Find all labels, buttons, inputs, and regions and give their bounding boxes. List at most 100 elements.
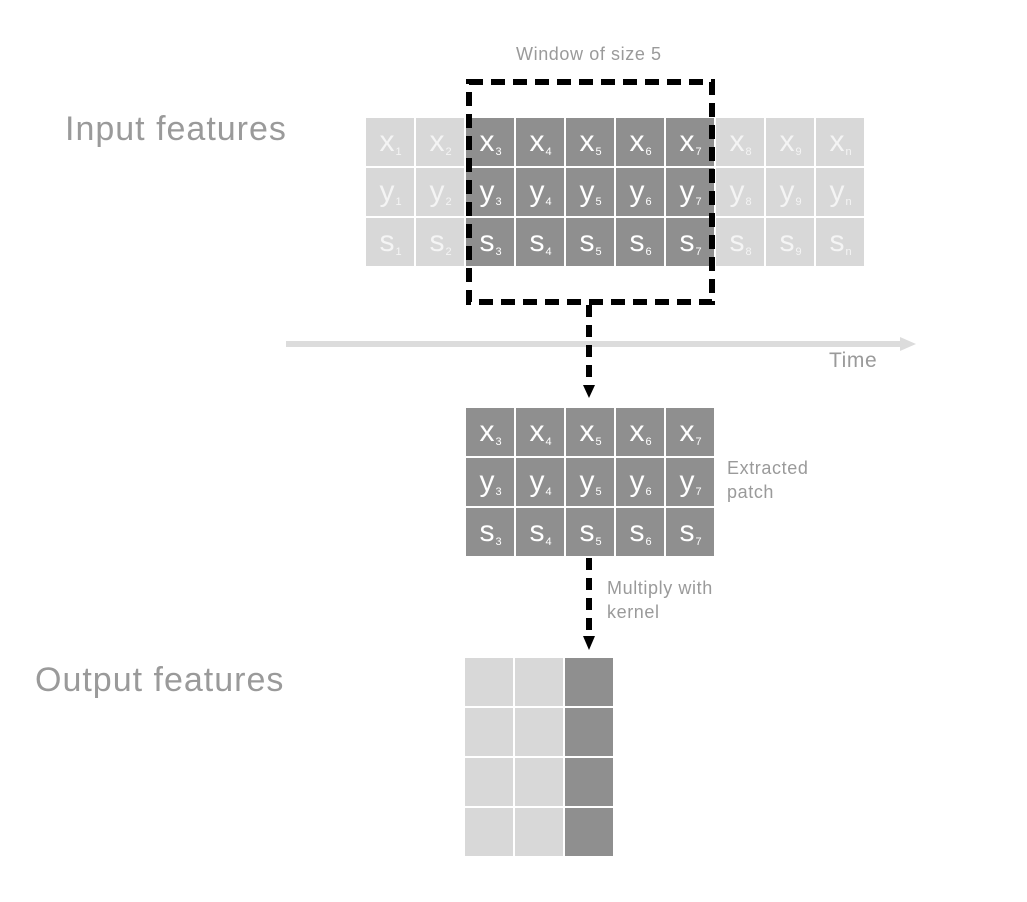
cell-subscript: 6 bbox=[645, 536, 652, 548]
cell-letter: x bbox=[629, 415, 645, 448]
input-cell-y3: y3 bbox=[466, 168, 514, 216]
cell-letter: y bbox=[629, 465, 645, 498]
output-cell bbox=[465, 708, 513, 756]
cell-subscript: 3 bbox=[495, 246, 502, 258]
cell-subscript: 7 bbox=[695, 246, 702, 258]
cell-subscript: n bbox=[845, 146, 852, 158]
cell-subscript: 1 bbox=[395, 196, 402, 208]
cell-letter: s bbox=[629, 225, 645, 258]
cell-letter: s bbox=[479, 515, 495, 548]
patch-cell-y6: y6 bbox=[616, 458, 664, 506]
cell-subscript: 8 bbox=[745, 196, 752, 208]
cell-subscript: 5 bbox=[595, 436, 602, 448]
cell-subscript: 3 bbox=[495, 486, 502, 498]
input-cell-x1: x1 bbox=[366, 118, 414, 166]
cell-subscript: 4 bbox=[545, 436, 552, 448]
cell-subscript: 2 bbox=[445, 246, 452, 258]
cell-subscript: 4 bbox=[545, 196, 552, 208]
cell-letter: s bbox=[579, 225, 595, 258]
cell-letter: x bbox=[679, 415, 695, 448]
cell-letter: y bbox=[529, 465, 545, 498]
input-cell-x2: x2 bbox=[416, 118, 464, 166]
input-cell-x7: x7 bbox=[666, 118, 714, 166]
patch-cell-s4: s4 bbox=[516, 508, 564, 556]
cell-letter: s bbox=[679, 515, 695, 548]
patch-cell-y3: y3 bbox=[466, 458, 514, 506]
cell-letter: x bbox=[679, 125, 695, 158]
patch-cell-s3: s3 bbox=[466, 508, 514, 556]
output-cell bbox=[465, 808, 513, 856]
cell-letter: y bbox=[829, 175, 845, 208]
patch-cell-s7: s7 bbox=[666, 508, 714, 556]
output-cell bbox=[565, 708, 613, 756]
input-cell-s2: s2 bbox=[416, 218, 464, 266]
cell-subscript: 7 bbox=[695, 486, 702, 498]
cell-subscript: 6 bbox=[645, 146, 652, 158]
input-cell-s6: s6 bbox=[616, 218, 664, 266]
cell-subscript: 7 bbox=[695, 196, 702, 208]
patch-cell-x3: x3 bbox=[466, 408, 514, 456]
cell-letter: y bbox=[629, 175, 645, 208]
input-cell-y8: y8 bbox=[716, 168, 764, 216]
extracted-patch-label: Extracted patch bbox=[727, 456, 808, 504]
patch-cell-y4: y4 bbox=[516, 458, 564, 506]
multiply-kernel-label-line1: Multiply with bbox=[607, 578, 713, 598]
time-axis-arrowhead bbox=[900, 337, 916, 351]
cell-letter: y bbox=[429, 175, 445, 208]
input-cell-s5: s5 bbox=[566, 218, 614, 266]
cell-subscript: 4 bbox=[545, 146, 552, 158]
cell-letter: y bbox=[779, 175, 795, 208]
cell-letter: y bbox=[679, 175, 695, 208]
input-cell-y4: y4 bbox=[516, 168, 564, 216]
input-cell-y5: y5 bbox=[566, 168, 614, 216]
cell-subscript: 5 bbox=[595, 486, 602, 498]
window-box bbox=[466, 79, 715, 305]
patch-cell-x6: x6 bbox=[616, 408, 664, 456]
input-cell-y2: y2 bbox=[416, 168, 464, 216]
cell-letter: x bbox=[629, 125, 645, 158]
cell-letter: s bbox=[529, 515, 545, 548]
patch-cell-y7: y7 bbox=[666, 458, 714, 506]
input-cell-x5: x5 bbox=[566, 118, 614, 166]
multiply-kernel-label-line2: kernel bbox=[607, 602, 660, 622]
cell-letter: y bbox=[729, 175, 745, 208]
input-cell-x6: x6 bbox=[616, 118, 664, 166]
cell-letter: s bbox=[729, 225, 745, 258]
cell-letter: x bbox=[429, 125, 445, 158]
patch-cell-s6: s6 bbox=[616, 508, 664, 556]
cell-subscript: 9 bbox=[795, 146, 802, 158]
output-cell bbox=[515, 758, 563, 806]
cell-letter: s bbox=[779, 225, 795, 258]
output-cell bbox=[515, 708, 563, 756]
cell-subscript: 6 bbox=[645, 246, 652, 258]
patch-cell-x5: x5 bbox=[566, 408, 614, 456]
cell-letter: x bbox=[579, 415, 595, 448]
cell-letter: s bbox=[379, 225, 395, 258]
input-cell-x8: x8 bbox=[716, 118, 764, 166]
output-cell bbox=[565, 808, 613, 856]
time-axis-label: Time bbox=[829, 349, 878, 372]
cell-subscript: 6 bbox=[645, 486, 652, 498]
cell-letter: y bbox=[579, 465, 595, 498]
cell-letter: y bbox=[479, 465, 495, 498]
cell-letter: s bbox=[579, 515, 595, 548]
cell-letter: y bbox=[529, 175, 545, 208]
cell-letter: s bbox=[679, 225, 695, 258]
cell-letter: x bbox=[579, 125, 595, 158]
input-cell-s9: s9 bbox=[766, 218, 814, 266]
multiply-kernel-label: Multiply with kernel bbox=[607, 576, 713, 624]
cell-letter: s bbox=[429, 225, 445, 258]
cell-subscript: 5 bbox=[595, 536, 602, 548]
input-cell-x9: x9 bbox=[766, 118, 814, 166]
patch-cell-s5: s5 bbox=[566, 508, 614, 556]
input-cell-x4: x4 bbox=[516, 118, 564, 166]
cell-subscript: 5 bbox=[595, 146, 602, 158]
cell-subscript: 4 bbox=[545, 486, 552, 498]
cell-letter: x bbox=[829, 125, 845, 158]
input-cell-sn: sn bbox=[816, 218, 864, 266]
cell-subscript: n bbox=[845, 196, 852, 208]
output-cell bbox=[515, 808, 563, 856]
cell-subscript: 9 bbox=[795, 246, 802, 258]
cell-letter: y bbox=[379, 175, 395, 208]
